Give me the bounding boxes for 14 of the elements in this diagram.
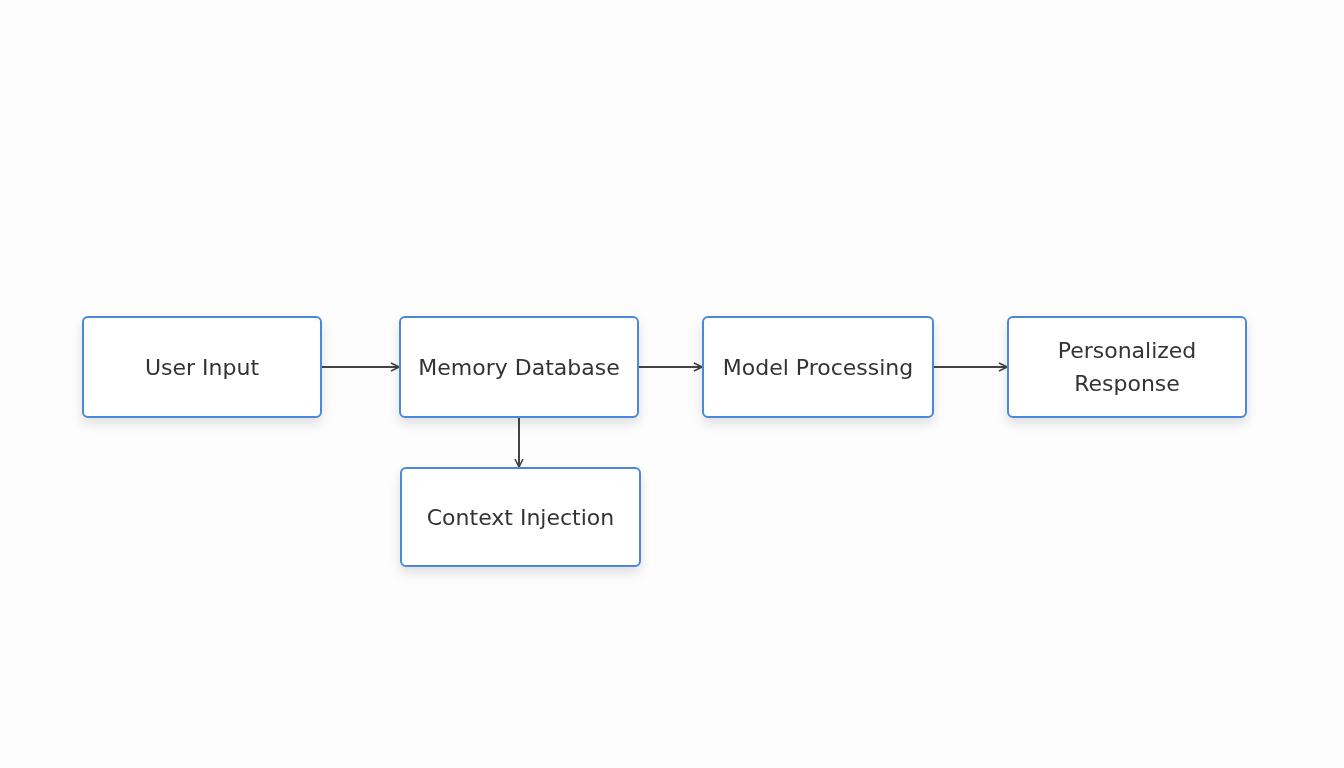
process-box [400, 467, 641, 567]
node-label: Memory Database [417, 353, 621, 382]
arrow [321, 362, 400, 372]
arrow [514, 417, 524, 468]
node-label: Personalized Response [1056, 337, 1198, 398]
node-label: User Input [143, 353, 261, 382]
process-box [399, 316, 639, 418]
node-label: Context Injection [425, 503, 616, 532]
process-box [1007, 316, 1247, 418]
arrow [638, 362, 703, 372]
arrow [933, 362, 1008, 372]
process-box [702, 316, 934, 418]
node-label: Model Processing [721, 353, 915, 382]
process-box [82, 316, 322, 418]
